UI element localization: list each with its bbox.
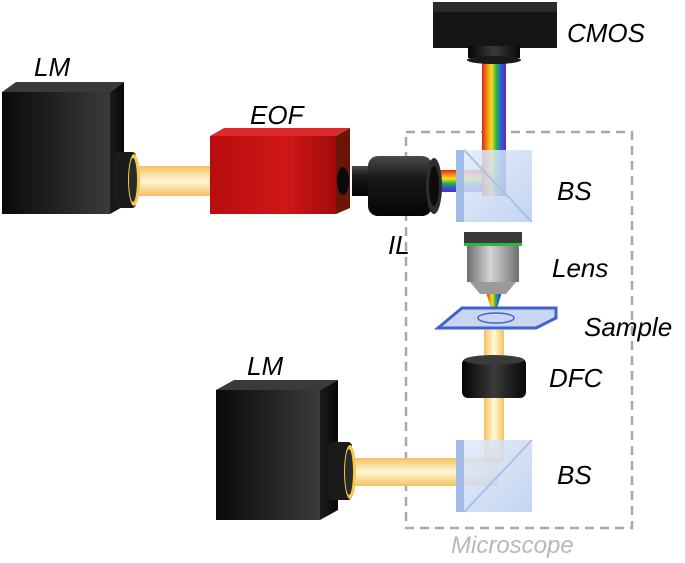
beam-splitter-bottom [456,439,533,513]
objective-lens [464,232,522,294]
label-bs-top: BS [557,176,592,206]
label-cmos: CMOS [567,18,646,48]
il-tube-lens [352,156,442,216]
beam-lens-to-sample [486,292,502,312]
label-lm-top: LM [34,52,70,82]
dfc-condenser [462,355,526,398]
label-il: IL [388,230,410,260]
label-bs-bottom: BS [557,460,592,490]
cmos-camera [433,2,557,64]
label-eof: EOF [250,100,306,130]
beam-sample-to-dfc [484,330,504,358]
beam-splitter-top [456,149,533,223]
sample-stage [433,306,558,330]
lamp-module-top [2,82,140,214]
label-lm-bottom: LM [247,351,283,381]
label-microscope: Microscope [451,532,574,559]
label-lens: Lens [552,253,608,283]
beam-lm-to-eof [132,166,212,196]
lamp-module-bottom [216,380,356,520]
label-dfc: DFC [549,363,603,393]
label-sample: Sample [584,312,672,342]
microscope-enclosure [404,130,634,530]
eof-filter [210,128,350,214]
